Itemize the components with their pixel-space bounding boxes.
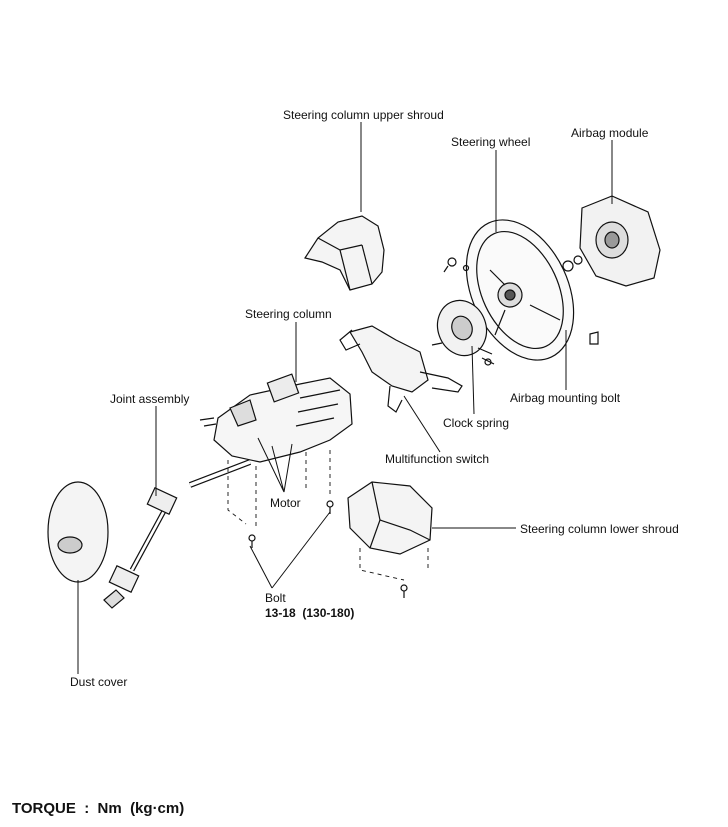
label-airbag-module: Airbag module xyxy=(571,126,649,140)
upper-shroud-part xyxy=(304,215,385,291)
small-fasteners xyxy=(248,257,599,598)
label-steering-wheel: Steering wheel xyxy=(451,135,531,149)
label-bolt-torque: 13-18 (130-180) xyxy=(265,606,355,620)
label-multifunction-switch: Multifunction switch xyxy=(385,452,490,466)
label-upper-shroud: Steering column upper shroud xyxy=(283,108,444,122)
label-lower-shroud: Steering column lower shroud xyxy=(520,522,679,536)
label-joint-assembly: Joint assembly xyxy=(110,392,190,406)
label-dust-cover: Dust cover xyxy=(70,675,128,689)
dust-cover-part xyxy=(47,481,109,583)
leader-lines xyxy=(77,122,613,674)
steering-wheel-part xyxy=(465,219,575,361)
label-bolt: Bolt xyxy=(265,591,286,605)
lower-shroud-part xyxy=(347,481,433,555)
multifunction-switch-part xyxy=(339,325,463,413)
joint-assembly-part xyxy=(103,486,178,609)
label-motor: Motor xyxy=(270,496,301,510)
steering-column-part xyxy=(188,373,353,488)
clock-spring-part xyxy=(436,299,495,366)
dashed-guide-lines xyxy=(227,450,429,581)
label-clock-spring: Clock spring xyxy=(443,416,510,430)
label-steering-column: Steering column xyxy=(245,307,332,321)
torque-units-legend: TORQUE : Nm (kg·cm) xyxy=(12,800,185,817)
airbag-module-part xyxy=(562,195,661,287)
label-airbag-mounting-bolt: Airbag mounting bolt xyxy=(510,391,621,405)
